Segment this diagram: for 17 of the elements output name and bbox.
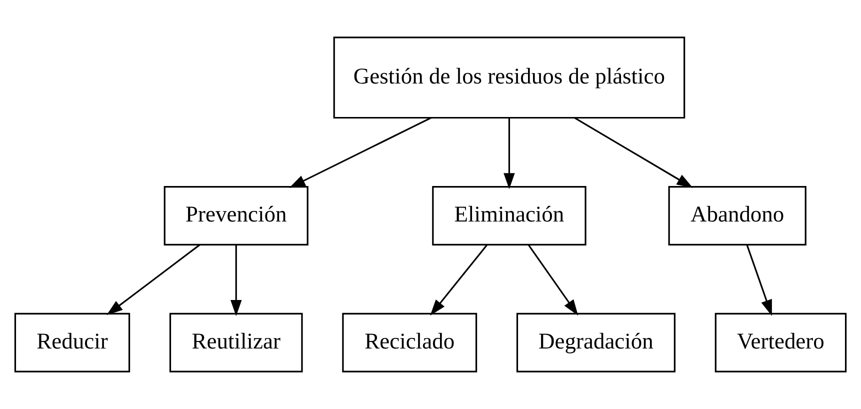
arrow: [574, 117, 693, 188]
node-box: Degradación: [516, 312, 676, 372]
arrow: [230, 244, 242, 316]
node-box: Eliminación: [432, 186, 586, 246]
node-box: Prevención: [164, 186, 308, 246]
node-box: Abandono: [668, 186, 806, 246]
arrow: [289, 117, 432, 188]
node-box: Reutilizar: [169, 312, 303, 372]
node-box: Vertedero: [714, 312, 847, 372]
arrow: [528, 244, 578, 316]
node-box: Reducir: [14, 312, 130, 372]
node-box: Reciclado: [342, 312, 478, 372]
arrow: [106, 244, 200, 316]
arrow: [430, 244, 488, 316]
arrow: [504, 118, 515, 190]
arrow: [746, 244, 772, 316]
node-box: Gestión de los residuos de plástico: [333, 36, 686, 119]
